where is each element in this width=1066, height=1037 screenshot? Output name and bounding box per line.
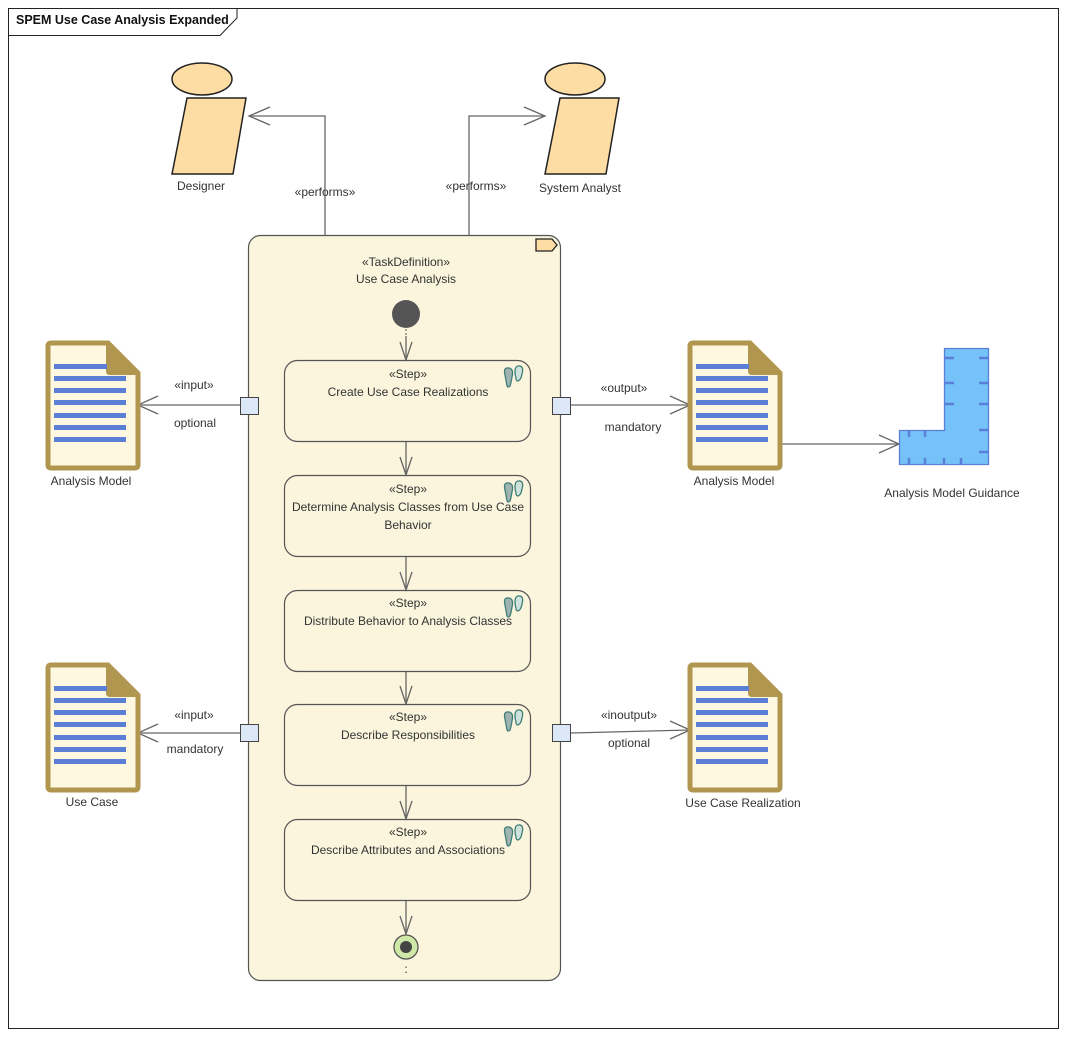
- step-text: «Step» Determine Analysis Classes from U…: [290, 480, 526, 534]
- work-product-label: Analysis Model: [50, 474, 132, 488]
- io-multiplicity-label: optional: [173, 416, 217, 430]
- step-text: «Step» Create Use Case Realizations: [290, 365, 526, 401]
- io-kind-label: «input»: [174, 378, 214, 392]
- guidance-ruler-icon[interactable]: [898, 347, 990, 466]
- step-name: Describe Responsibilities: [340, 728, 476, 742]
- work-product-analysis-model-output-icon[interactable]: [690, 343, 780, 468]
- step-text: «Step» Describe Attributes and Associati…: [290, 823, 526, 859]
- final-node[interactable]: [393, 934, 419, 960]
- work-product-label: Analysis Model: [693, 474, 775, 488]
- performs-connector-designer[interactable]: [247, 106, 326, 236]
- work-product-label: Use Case: [65, 795, 119, 809]
- io-multiplicity-label: optional: [607, 736, 651, 750]
- initial-node[interactable]: [392, 300, 420, 328]
- step-box[interactable]: [283, 818, 532, 902]
- diagram-title: SPEM Use Case Analysis Expanded: [16, 13, 229, 27]
- task-stereotype: «TaskDefinition»: [361, 255, 451, 269]
- task-name: Use Case Analysis: [355, 272, 457, 286]
- performs-label: «performs»: [445, 179, 507, 193]
- step-name: Create Use Case Realizations: [327, 385, 489, 399]
- step-box[interactable]: [283, 474, 532, 558]
- io-kind-label: «inoutput»: [600, 708, 658, 722]
- work-product-analysis-model-input-icon[interactable]: [48, 343, 138, 468]
- io-kind-label: «output»: [600, 381, 648, 395]
- port-inoutput-use-case-realization[interactable]: [552, 724, 571, 742]
- step-stereotype: «Step»: [388, 367, 428, 381]
- port-output-analysis-model[interactable]: [552, 397, 571, 415]
- step-stereotype: «Step»: [388, 825, 428, 839]
- port-input-use-case[interactable]: [240, 724, 259, 742]
- step-text: «Step» Distribute Behavior to Analysis C…: [290, 594, 526, 630]
- step-stereotype: «Step»: [388, 482, 428, 496]
- work-product-use-case-icon[interactable]: [48, 665, 138, 790]
- control-flows: [399, 336, 413, 937]
- final-node-label: :: [404, 962, 408, 976]
- step-box[interactable]: [283, 359, 532, 443]
- role-label: Designer: [176, 179, 226, 193]
- step-name: Describe Attributes and Associations: [310, 843, 506, 857]
- performs-connector-system-analyst[interactable]: [468, 106, 547, 236]
- work-product-use-case-realization-icon[interactable]: [690, 665, 780, 790]
- step-name: Determine Analysis Classes from Use Case…: [291, 500, 525, 532]
- step-box[interactable]: [283, 703, 532, 787]
- role-label: System Analyst: [538, 181, 622, 195]
- work-product-label: Use Case Realization: [685, 796, 801, 810]
- port-input-analysis-model[interactable]: [240, 397, 259, 415]
- steps-group: [283, 359, 532, 902]
- guidance-label: Analysis Model Guidance: [884, 486, 1020, 500]
- step-name: Distribute Behavior to Analysis Classes: [303, 614, 513, 628]
- io-kind-label: «input»: [174, 708, 214, 722]
- performs-label: «performs»: [294, 185, 356, 199]
- io-multiplicity-label: mandatory: [604, 420, 662, 434]
- step-stereotype: «Step»: [388, 710, 428, 724]
- task-tag-icon: [535, 238, 558, 252]
- step-box[interactable]: [283, 589, 532, 673]
- io-multiplicity-label: mandatory: [166, 742, 224, 756]
- frame-title-tab: [8, 8, 238, 36]
- step-text: «Step» Describe Responsibilities: [290, 708, 526, 744]
- step-stereotype: «Step»: [388, 596, 428, 610]
